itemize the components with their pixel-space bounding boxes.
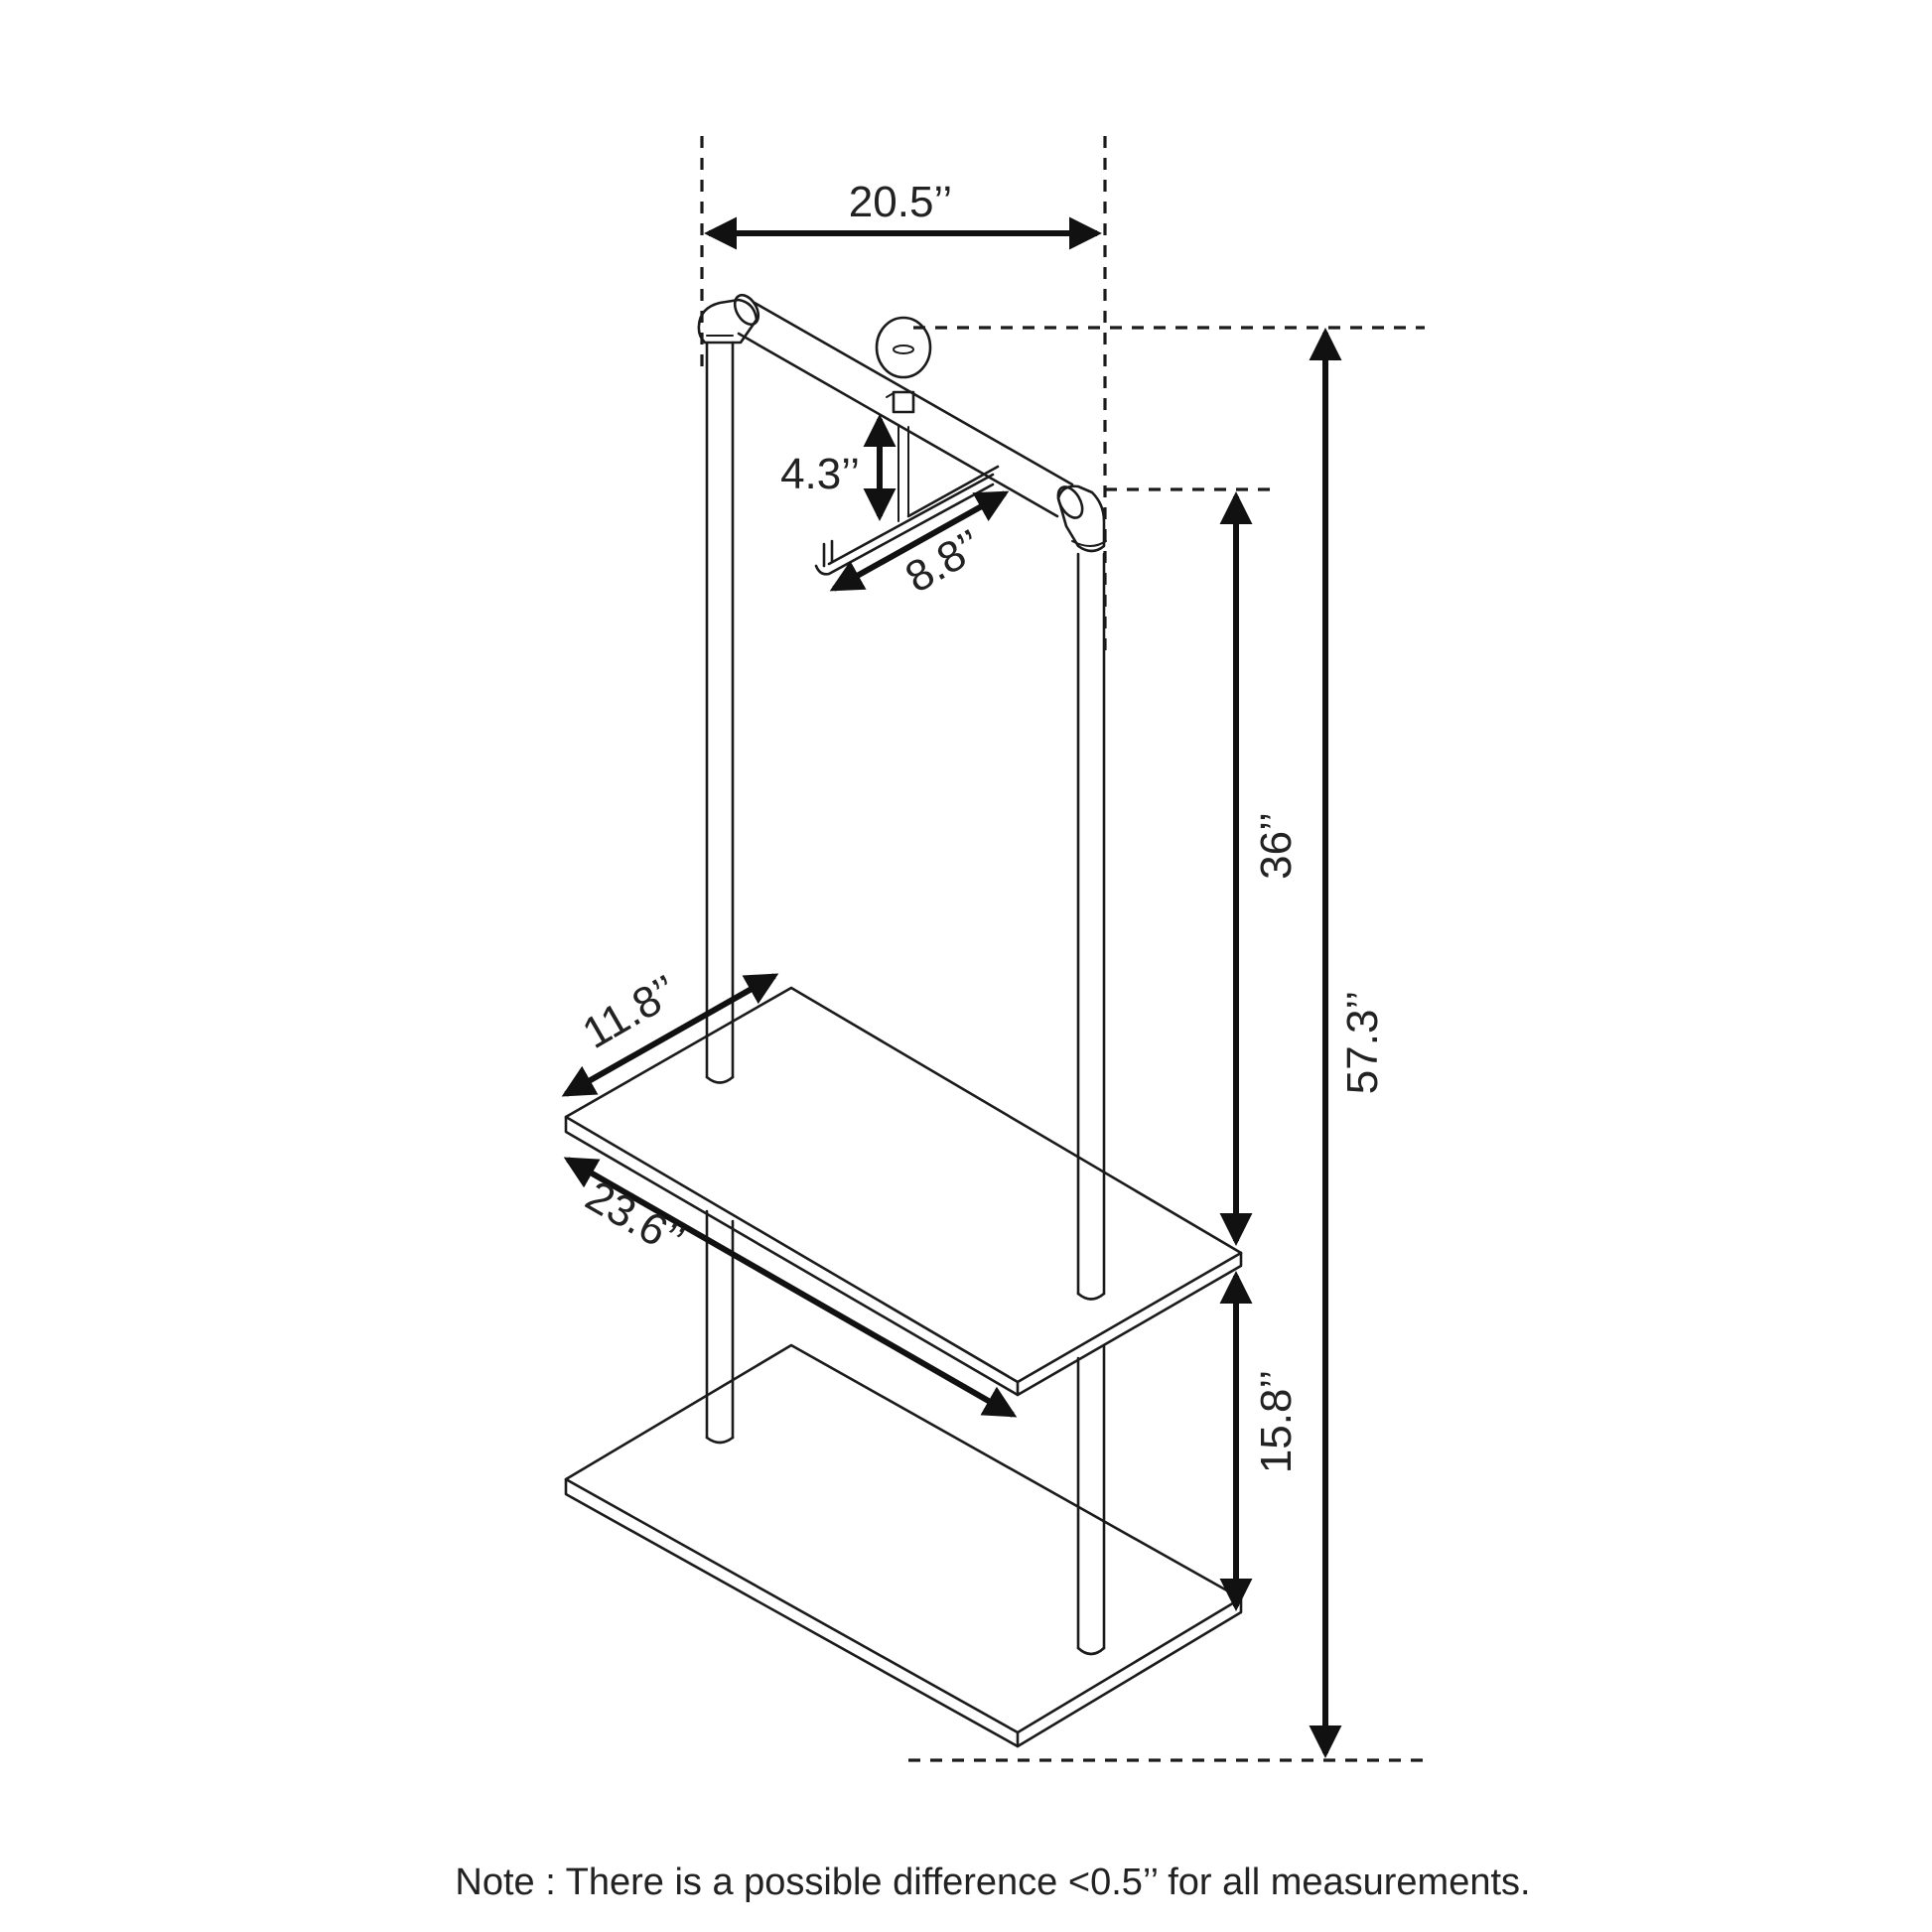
width-top-label: 20.5’’ (849, 178, 952, 226)
right-elbow-fitting (1056, 484, 1107, 553)
hook-drop-label: 4.3’’ (780, 450, 860, 498)
hook-length-arrow (829, 490, 1010, 592)
shelf-length-label: 23.6’’ (578, 1172, 692, 1266)
dimension-labels: 20.5’’ 4.3’’ 8.8’’ 36’’ 57.3’’ 11.8’’ 23… (575, 178, 1387, 1473)
total-height-label: 57.3’’ (1338, 991, 1387, 1094)
measurement-note: Note : There is a possible difference <0… (455, 1862, 1530, 1903)
left-elbow-fitting (697, 293, 760, 345)
left-post (705, 341, 735, 1445)
mount-plate (875, 316, 932, 414)
shelf-gap-label: 15.8’’ (1252, 1370, 1301, 1473)
dimension-arrows (561, 216, 1342, 1758)
extension-lines (700, 136, 1425, 1762)
middle-shelf (564, 986, 1243, 1397)
shelf-length-arrow (563, 1157, 1018, 1418)
right-post (1076, 552, 1106, 1656)
bottom-shelf (564, 1343, 1243, 1748)
shelf-depth-arrow (561, 973, 779, 1097)
hook-length-label: 8.8’’ (897, 520, 991, 602)
rail-height-label: 36’’ (1252, 812, 1301, 880)
shelf-depth-label: 11.8’’ (575, 966, 686, 1058)
